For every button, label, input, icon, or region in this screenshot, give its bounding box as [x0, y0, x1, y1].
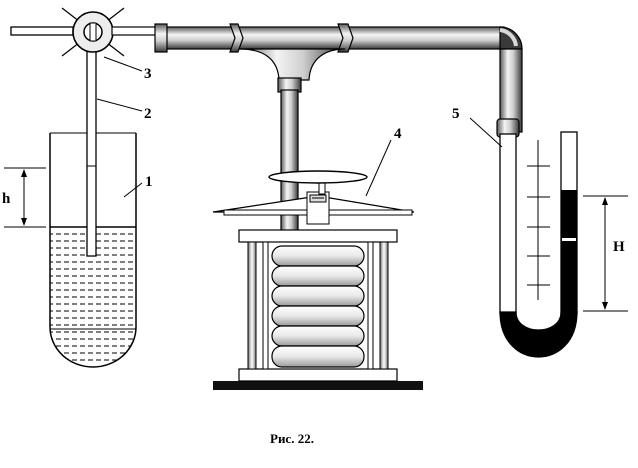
pipe-tee-icon: [239, 48, 346, 233]
u-tube-manometer-icon: [499, 131, 578, 358]
vessel-wall: [49, 133, 137, 368]
label-part-3: 3: [144, 66, 152, 82]
dip-tube: [86, 43, 97, 257]
label-H: H: [613, 239, 625, 255]
figure-caption: Рис. 22.: [270, 431, 314, 446]
callouts: 3 2 1 4 5: [96, 56, 503, 198]
press-base: [213, 381, 423, 390]
label-part-5: 5: [452, 106, 460, 122]
dimension-H: H: [583, 195, 628, 312]
dimension-h: h: [0, 167, 46, 228]
valve-icon: [61, 7, 125, 57]
label-part-4: 4: [394, 126, 402, 142]
label-part-1: 1: [145, 174, 153, 190]
main-pipeline: [111, 23, 523, 138]
inlet-pipe: [10, 26, 74, 36]
label-part-2: 2: [144, 106, 152, 122]
bellows-icon: [212, 170, 423, 390]
vessel-liquid: [50, 227, 136, 367]
label-h: h: [2, 191, 11, 207]
